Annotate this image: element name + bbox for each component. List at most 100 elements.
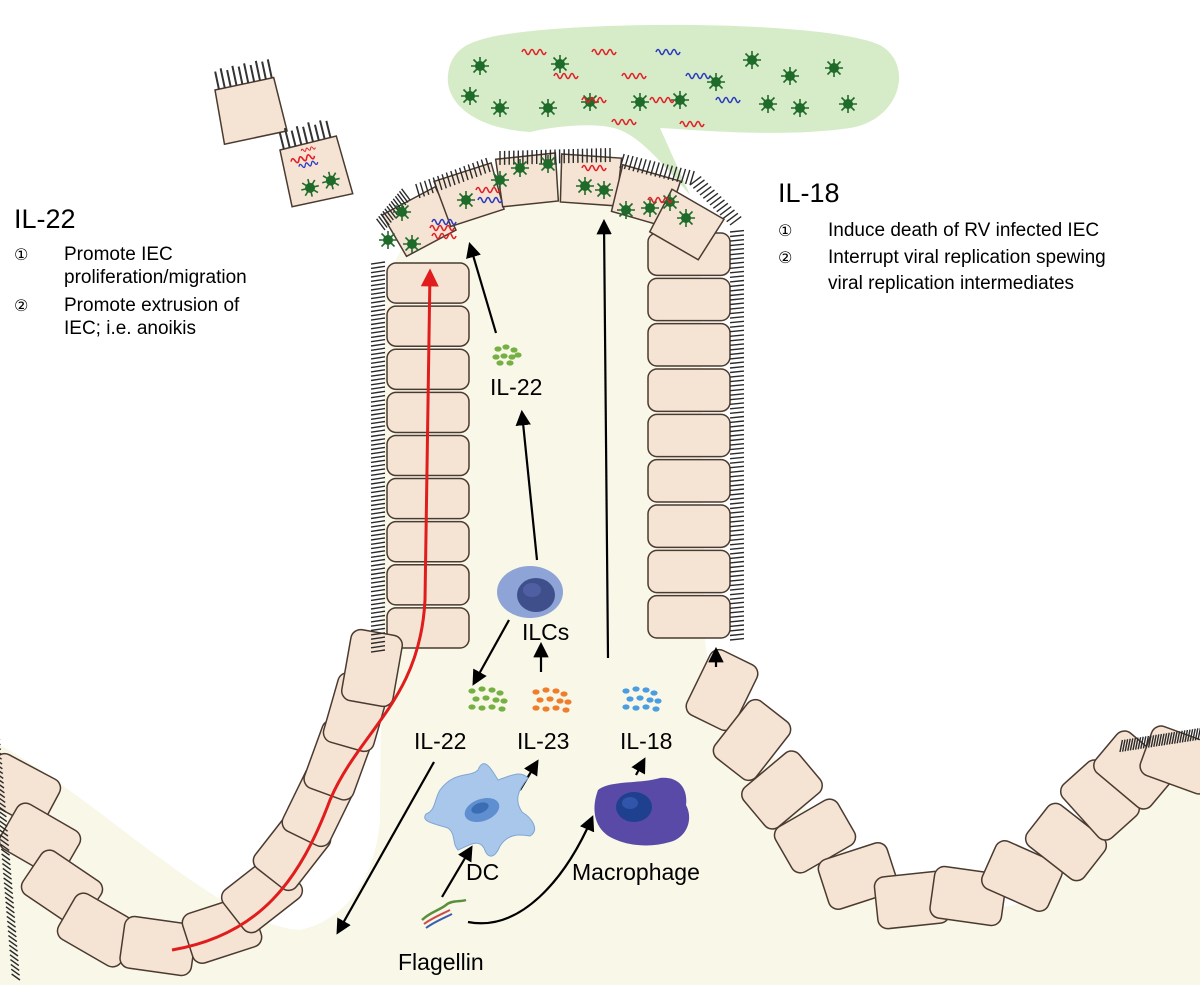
cell-virus-icon (378, 230, 398, 250)
il18-dot (636, 695, 644, 701)
cell-virus-icon (676, 208, 696, 228)
left-item-1-line-2: proliferation/migration (64, 267, 247, 288)
extruded-cell-2-infected (278, 120, 354, 208)
il23-dot (562, 707, 570, 713)
lumen-virus-icon (538, 98, 558, 118)
il22-upper-dot (510, 347, 518, 353)
ilc-cell (497, 566, 563, 618)
right-column-cell (647, 594, 731, 639)
il22-upper-dot (506, 360, 514, 366)
lumen-virus-icon (790, 98, 810, 118)
cytokine-dots (468, 344, 662, 713)
lamina-propria (0, 170, 1200, 985)
left-item-1-line-1: Promote IEC (64, 244, 173, 265)
il22-upper-dot (502, 344, 510, 350)
signal-arrows (336, 218, 724, 935)
right-item-1-marker: ① (778, 221, 792, 240)
il22-lower-dot (492, 697, 500, 703)
lumen-virus-icon (742, 50, 762, 70)
il23-dot (532, 705, 540, 711)
tip-brush-border-c (499, 148, 611, 165)
label-dc: DC (466, 859, 499, 885)
il23-dot (542, 687, 550, 693)
il22-lower-dot (488, 687, 496, 693)
far-right-brush-border (1119, 727, 1200, 753)
il18-dot (642, 704, 650, 710)
il18-dot (654, 698, 662, 704)
il18-dot (650, 690, 658, 696)
cell-virus-icon (575, 176, 595, 196)
left-item-1-marker: ① (14, 245, 28, 264)
lower-left-cell (0, 752, 62, 828)
il22-upper-dot (514, 352, 522, 358)
left-panel-heading: IL-22 (14, 204, 76, 234)
cell-virus-icon (490, 170, 510, 190)
il23-dot (536, 697, 544, 703)
right-column-cell (647, 368, 731, 413)
il23-dot (560, 691, 568, 697)
il22-lower-dot (488, 704, 496, 710)
label-il22-lower: IL-22 (414, 728, 466, 754)
lumen-virus-icon (780, 66, 800, 86)
il22-lower-dot (478, 705, 486, 711)
villus-tip-cell (433, 161, 505, 228)
label-il18: IL-18 (620, 728, 672, 754)
il22-lower-dot (498, 706, 506, 712)
il22-lower-dot (482, 695, 490, 701)
brush-border-microvilli (0, 148, 1200, 981)
left-item-2-marker: ② (14, 296, 28, 315)
il22-upper-dot (494, 346, 502, 352)
il23-dot (552, 705, 560, 711)
il23-dot (552, 688, 560, 694)
lumen-virus-icon (460, 86, 480, 106)
il23-dot (542, 706, 550, 712)
right-brush-border (729, 229, 745, 641)
cell-virus-icon (456, 190, 476, 210)
cell-virus-icon (538, 154, 558, 174)
il22-lower-dot (472, 696, 480, 702)
il23-dot (564, 699, 572, 705)
il22-lower-dot (496, 690, 504, 696)
flagellin-icon (421, 898, 467, 929)
cell-virus-icon (402, 234, 422, 254)
right-item-2-marker: ② (778, 248, 792, 267)
il18-dot (632, 686, 640, 692)
lumen-virus-icon (838, 94, 858, 114)
right-column-cell (647, 549, 731, 594)
il22-lower-dot (468, 688, 476, 694)
migration-path-arrow (171, 268, 439, 952)
il18-dot (652, 706, 660, 712)
label-macrophage: Macrophage (572, 859, 700, 885)
right-column-cell (647, 277, 731, 322)
tip-brush-border-b (415, 157, 491, 199)
cell-virus-icon (594, 180, 614, 200)
tip-brush-border-e (689, 176, 742, 226)
right-item-2-line-2: viral replication intermediates (828, 273, 1074, 294)
villus-tip-cell (648, 188, 726, 261)
il18-dot (626, 696, 634, 702)
left-column-cell (386, 607, 470, 649)
label-il23: IL-23 (517, 728, 569, 754)
left-item-2-line-1: Promote extrusion of (64, 295, 240, 316)
cell-virus-icon (510, 158, 530, 178)
il22-lower-dot (500, 698, 508, 704)
cell-virus-icon (640, 198, 660, 218)
left-column-cell (386, 262, 470, 304)
tip-brush-border-a (376, 188, 411, 231)
lower-left-cell (340, 628, 404, 708)
right-column-cell (647, 413, 731, 458)
right-column-cell (647, 458, 731, 503)
lower-right-cell (741, 750, 823, 830)
right-panel-heading: IL-18 (778, 178, 840, 208)
il22-upper-dot (492, 354, 500, 360)
left-column-cell (386, 520, 470, 563)
lumen-virus-icon (630, 92, 650, 112)
il18-dot (642, 687, 650, 693)
lumen-virus-icon (470, 56, 490, 76)
lower-right-cell (685, 648, 759, 732)
il18-dot (622, 688, 630, 694)
dendritic-cell (424, 763, 535, 857)
lumen-virus-icon (490, 98, 510, 118)
